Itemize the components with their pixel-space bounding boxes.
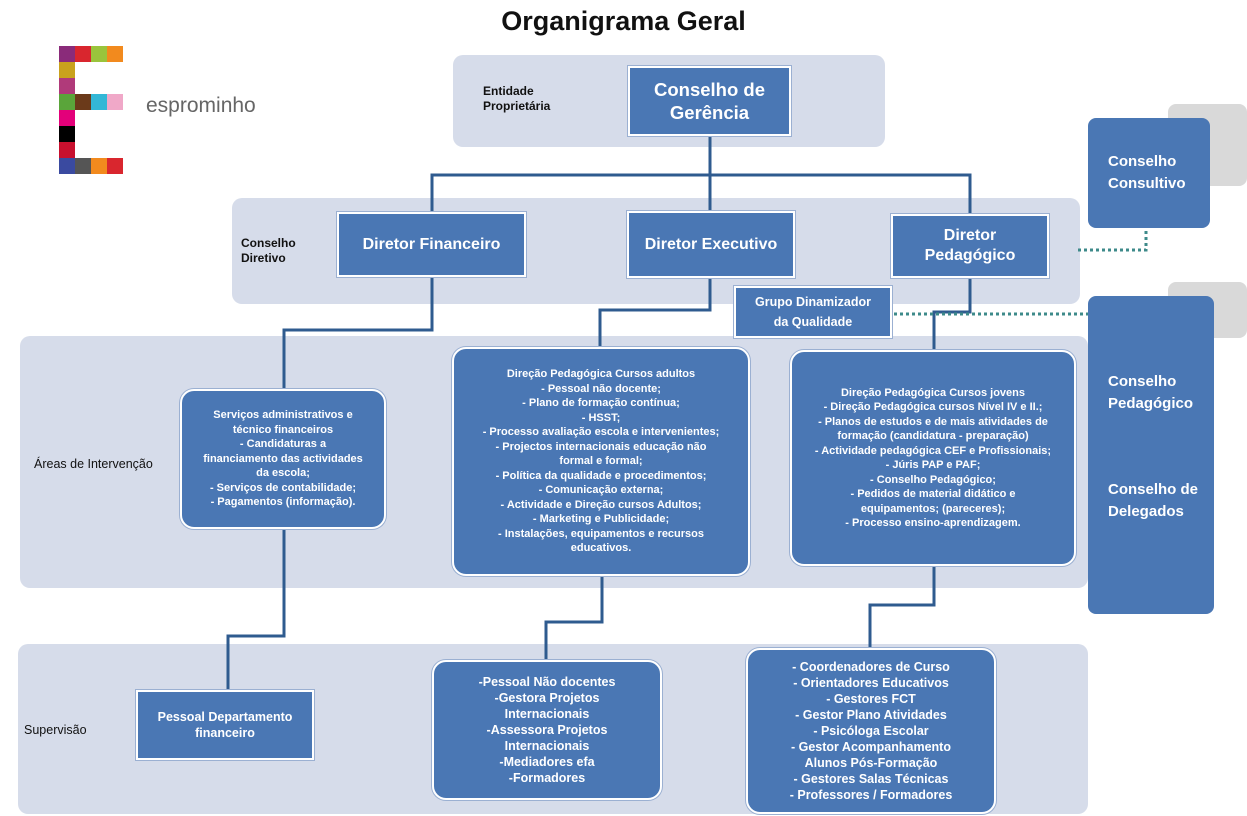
row-label-supervisao: Supervisão: [24, 723, 87, 737]
direcao-cursos-jovens-box: Direção Pedagógica Cursos jovens - Direç…: [790, 350, 1076, 566]
servicos-administrativos-box: Serviços administrativos e técnico finan…: [180, 389, 386, 529]
diretor-executivo-box: Diretor Executivo: [627, 211, 795, 278]
diretor-pedagogico-box: Diretor Pedagógico: [891, 214, 1049, 278]
row-label-areas-intervencao: Áreas de Intervenção: [34, 457, 153, 471]
conselho-pedagogico-delegados-box: Conselho Pedagógico Conselho de Delegado…: [1088, 296, 1214, 614]
conselho-consultivo-box: Conselho Consultivo: [1088, 118, 1210, 228]
direcao-cursos-adultos-box: Direção Pedagógica Cursos adultos - Pess…: [452, 347, 750, 576]
conselho-consultivo-label: Conselho Consultivo: [1108, 153, 1186, 192]
esprominho-logo: esprominho: [44, 42, 274, 177]
logo-mosaic-icon: [59, 46, 123, 174]
conselho-delegados-label: Conselho de Delegados: [1108, 481, 1199, 520]
grupo-dinamizador-box: Grupo Dinamizador da Qualidade: [734, 286, 892, 338]
conselho-pedagogico-label: Conselho Pedagógico: [1108, 373, 1194, 412]
diretor-financeiro-box: Diretor Financeiro: [337, 212, 526, 277]
logo-text: esprominho: [146, 94, 256, 117]
page-title: Organigrama Geral: [501, 6, 746, 36]
row-label-conselho-diretivo: Conselho Diretivo: [241, 236, 296, 265]
conselho-gerencia-box: Conselho de Gerência: [628, 66, 791, 136]
row-label-entidade: Entidade Proprietária: [483, 84, 551, 113]
coordenadores-box: - Coordenadores de Curso - Orientadores …: [746, 648, 996, 814]
pessoal-departamento-financeiro-box: Pessoal Departamento financeiro: [136, 690, 314, 760]
pessoal-nao-docentes-box: -Pessoal Não docentes -Gestora Projetos …: [432, 660, 662, 800]
